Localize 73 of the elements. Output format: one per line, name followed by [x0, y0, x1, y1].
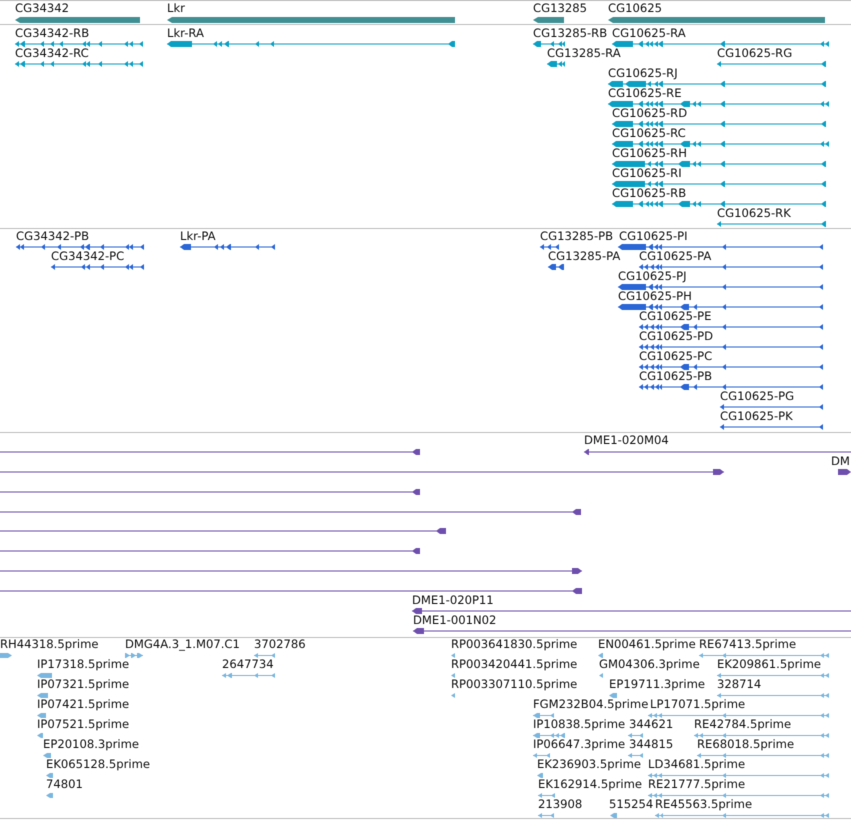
feature-label: DME1-020P11	[412, 594, 494, 606]
feature-label: 515254	[609, 798, 654, 810]
feature-label: 3702786	[254, 638, 306, 650]
feature-label: CG10625-PC	[639, 350, 712, 362]
feature-label: DM	[831, 454, 850, 468]
feature-label: CG10625-RH	[612, 146, 687, 160]
feature-label: CG34342	[15, 2, 69, 14]
feature-label: CG10625-PI	[619, 230, 688, 242]
feature-label: IP10838.5prime	[533, 718, 626, 730]
feature-label: CG13285-PB	[540, 230, 614, 242]
feature-label: IP17318.5prime	[37, 658, 130, 670]
feature-label: IP06647.3prime	[533, 738, 626, 750]
feature-label: 213908	[538, 798, 582, 810]
feature-label: CG13285	[533, 2, 587, 14]
feature-label: CG10625-PK	[720, 410, 793, 422]
feature-label: RE21777.5prime	[648, 778, 746, 790]
feature-label: DMG4A.3_1.M07.C1	[125, 638, 240, 650]
feature-label: CG10625-RA	[612, 26, 686, 40]
feature-label: CG10625-PG	[720, 390, 794, 402]
feature-label: EP20108.3prime	[43, 738, 140, 750]
feature-label: 74801	[46, 778, 83, 790]
feature-label: EK065128.5prime	[46, 758, 150, 770]
feature-label: CG10625-RC	[612, 126, 686, 140]
feature-label: RH44318.5prime	[0, 638, 98, 650]
feature-label: 344815	[629, 738, 674, 750]
feature-label: LP17071.5prime	[650, 698, 746, 710]
feature-label: CG10625-RE	[608, 86, 682, 100]
feature-label: EP19711.3prime	[609, 678, 706, 690]
feature-label: 344621	[629, 718, 674, 730]
feature-label: EN00461.5prime	[598, 638, 696, 650]
feature-label: CG10625-PE	[639, 310, 712, 322]
feature-label: CG10625-PJ	[618, 270, 687, 282]
feature-label: RP003420441.5prime	[451, 658, 578, 670]
feature-label: CG10625-RI	[612, 166, 682, 180]
feature-label: 328714	[717, 678, 762, 690]
feature-label: RE67413.5prime	[699, 638, 796, 650]
feature-label: CG10625-PA	[639, 250, 712, 262]
feature-label: RE68018.5prime	[697, 738, 794, 750]
feature-label: CG10625-RG	[717, 46, 792, 60]
feature-label: Lkr-PA	[180, 230, 216, 242]
feature-label: CG10625-PD	[639, 330, 714, 342]
feature-label: FGM232B04.5prime	[533, 698, 648, 710]
feature-label: CG34342-PC	[51, 250, 124, 262]
feature-label: EK209861.5prime	[717, 658, 822, 670]
feature-label: RE45563.5prime	[655, 798, 752, 810]
feature-label: CG13285-PA	[548, 250, 620, 262]
feature-label: CG10625	[608, 2, 662, 14]
feature-label: CG10625-RJ	[608, 66, 678, 80]
feature-label: RE42784.5prime	[694, 718, 792, 730]
feature-label: CG34342-RB	[15, 26, 90, 40]
feature-label: CG13285-RB	[533, 26, 608, 40]
feature-label: CG10625-RD	[612, 106, 688, 120]
feature-label: Lkr-RA	[167, 26, 204, 40]
feature-label: CG13285-RA	[547, 46, 621, 60]
feature-label: LD34681.5prime	[648, 758, 746, 770]
feature-label: RP003641830.5prime	[451, 638, 578, 650]
feature-label: EK162914.5prime	[538, 778, 642, 790]
feature-label: CG34342-PB	[16, 230, 90, 242]
feature-label: CG10625-RB	[612, 186, 686, 200]
feature-label: Lkr	[167, 2, 185, 14]
feature-label: IP07321.5prime	[37, 678, 130, 690]
feature-label: EK236903.5prime	[537, 758, 642, 770]
feature-label: DME1-020M04	[584, 434, 669, 446]
feature-label: IP07521.5prime	[37, 718, 130, 730]
feature-label: CG10625-RK	[717, 206, 791, 220]
feature-label: 2647734	[222, 658, 274, 670]
feature-label: DME1-001N02	[413, 614, 496, 626]
feature-label: IP07421.5prime	[37, 698, 130, 710]
feature-label: GM04306.3prime	[599, 658, 700, 670]
feature-label: RP003307110.5prime	[451, 678, 578, 690]
feature-label: CG10625-PB	[639, 370, 712, 382]
feature-label: CG34342-RC	[15, 46, 89, 60]
feature-label: CG10625-PH	[618, 290, 692, 302]
